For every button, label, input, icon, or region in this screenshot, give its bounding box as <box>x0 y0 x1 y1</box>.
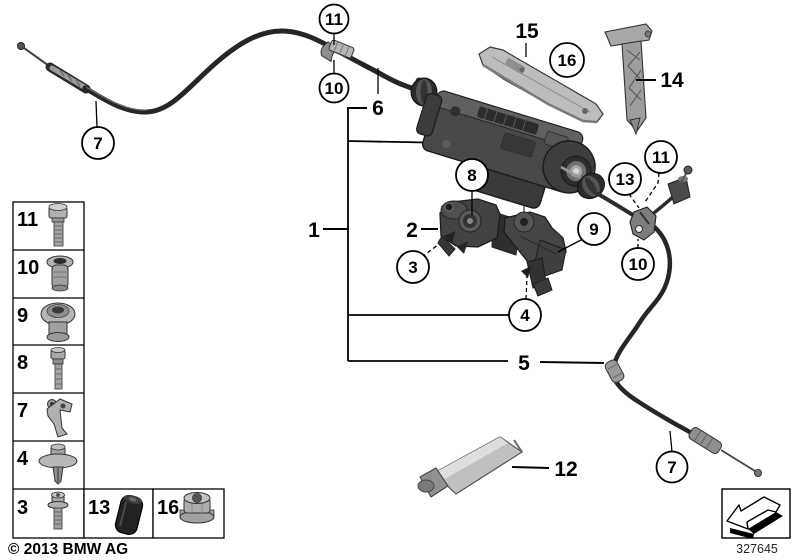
callout-10-right[interactable]: 10 <box>621 247 655 281</box>
label-14: 14 <box>660 69 684 92</box>
diagram-number: 327645 <box>736 542 778 556</box>
callout-16[interactable]: 16 <box>549 42 585 78</box>
cable-holder-clip-icon <box>46 398 73 438</box>
svg-text:11[interactable]: 11 <box>325 10 343 29</box>
hex-flange-bolt-icon <box>48 203 68 247</box>
svg-text:10[interactable]: 10 <box>325 79 344 98</box>
callout-9[interactable]: 9 <box>577 212 611 246</box>
blind-rivet-nut-icon <box>46 255 74 292</box>
flange-nut-icon <box>179 492 215 524</box>
bracket-extension-drawing <box>503 211 567 297</box>
svg-text:10[interactable]: 10 <box>17 257 39 279</box>
parts-table-row-16[interactable]: 16 <box>157 492 215 524</box>
callout-7-right[interactable]: 7 <box>655 450 689 484</box>
plain-labels: 15 14 6 1 2 5 12 <box>308 20 684 481</box>
expanding-rivet-icon <box>38 443 78 485</box>
cover-plate-drawing <box>478 46 604 124</box>
parts-table-row-11[interactable]: 11 <box>17 203 68 247</box>
svg-text:9[interactable]: 9 <box>589 220 598 239</box>
parts-table-row-3[interactable]: 3 <box>17 491 69 530</box>
parts-table-frame <box>12 201 85 539</box>
callout-3[interactable]: 3 <box>396 250 430 284</box>
direction-arrow-box[interactable] <box>721 488 791 539</box>
circled-callouts: 11 10 7 16 8 13 11 10 <box>81 3 689 484</box>
callout-11-left[interactable]: 11 <box>318 3 350 35</box>
label-2: 2 <box>406 219 418 242</box>
svg-text:16[interactable]: 16 <box>558 51 577 70</box>
cable-clamp-right-drawing <box>629 206 657 241</box>
support-strut-drawing <box>604 23 653 136</box>
svg-text:7[interactable]: 7 <box>93 134 102 153</box>
rubber-spacer-icon <box>114 494 144 535</box>
svg-text:10[interactable]: 10 <box>629 255 648 274</box>
callout-13[interactable]: 13 <box>608 162 642 196</box>
copyright-text: © 2013 BMW AG <box>8 541 128 558</box>
svg-text:13[interactable]: 13 <box>616 170 635 189</box>
grease-tube-drawing <box>417 436 524 498</box>
parking-brake-actuator-drawing <box>416 90 596 218</box>
adjuster-pin-icon <box>50 347 66 390</box>
parts-table: 11 10 9 <box>12 201 225 539</box>
svg-text:8[interactable]: 8 <box>17 352 28 374</box>
direction-arrow-icon <box>726 496 783 539</box>
svg-text:13[interactable]: 13 <box>88 497 110 519</box>
cable-clamp-left-drawing <box>320 39 355 63</box>
parts-table-row-7[interactable]: 7 <box>17 398 73 438</box>
svg-text:7[interactable]: 7 <box>17 400 28 422</box>
parts-table-row-10[interactable]: 10 <box>17 255 74 292</box>
svg-text:16[interactable]: 16 <box>157 497 179 519</box>
svg-text:7[interactable]: 7 <box>667 458 676 477</box>
svg-text:3[interactable]: 3 <box>17 497 28 519</box>
callout-11-right[interactable]: 11 <box>644 140 678 174</box>
callout-10-left[interactable]: 10 <box>318 72 350 104</box>
parts-table-row-4[interactable]: 4 <box>17 443 78 485</box>
label-1: 1 <box>308 219 320 242</box>
svg-text:3[interactable]: 3 <box>408 258 417 277</box>
rear-brake-cable-drawing <box>560 165 762 477</box>
callout-7-left[interactable]: 7 <box>81 126 115 160</box>
label-6: 6 <box>372 97 384 120</box>
callout-4[interactable]: 4 <box>508 298 542 332</box>
svg-text:11[interactable]: 11 <box>652 148 670 167</box>
front-brake-cable-drawing <box>17 28 420 115</box>
sealing-grommet-icon <box>40 302 76 342</box>
svg-text:9[interactable]: 9 <box>17 305 28 327</box>
leader-lines <box>95 33 673 469</box>
parts-table-row-8[interactable]: 8 <box>17 347 66 390</box>
torx-screw-icon <box>47 491 69 530</box>
parts-table-row-13[interactable]: 13 <box>88 493 145 536</box>
svg-text:4[interactable]: 4 <box>17 448 29 470</box>
callout-8[interactable]: 8 <box>455 158 489 192</box>
label-12: 12 <box>554 458 577 481</box>
svg-text:4[interactable]: 4 <box>520 306 530 325</box>
svg-text:8[interactable]: 8 <box>467 166 476 185</box>
parts-table-row-9[interactable]: 9 <box>17 302 76 342</box>
label-5: 5 <box>518 352 530 375</box>
label-15: 15 <box>515 20 539 43</box>
svg-text:11[interactable]: 11 <box>17 209 38 231</box>
item-1-bracket-lines <box>347 107 509 362</box>
